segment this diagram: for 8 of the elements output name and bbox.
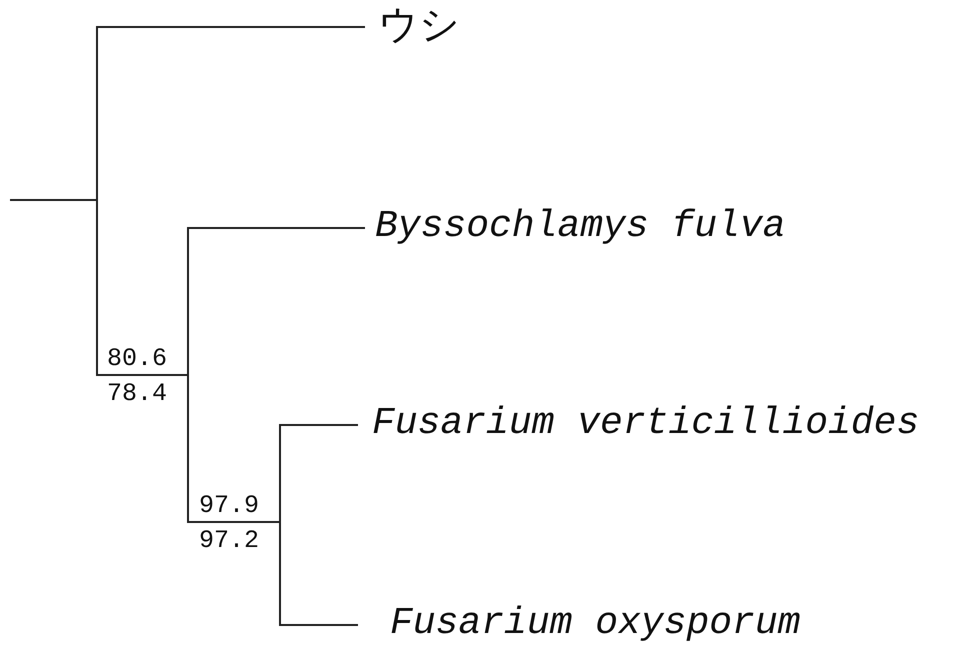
taxon-label: Fusarium oxysporum: [390, 605, 800, 643]
taxon-label: ウシ: [378, 5, 460, 45]
taxon-label: Fusarium verticillioides: [372, 405, 920, 443]
bootstrap-value: 78.4: [107, 381, 168, 406]
taxon-label: Byssochlamys fulva: [375, 208, 786, 246]
bootstrap-value: 97.9: [199, 493, 260, 518]
bootstrap-value: 97.2: [199, 528, 260, 553]
bootstrap-value: 80.6: [107, 346, 168, 371]
